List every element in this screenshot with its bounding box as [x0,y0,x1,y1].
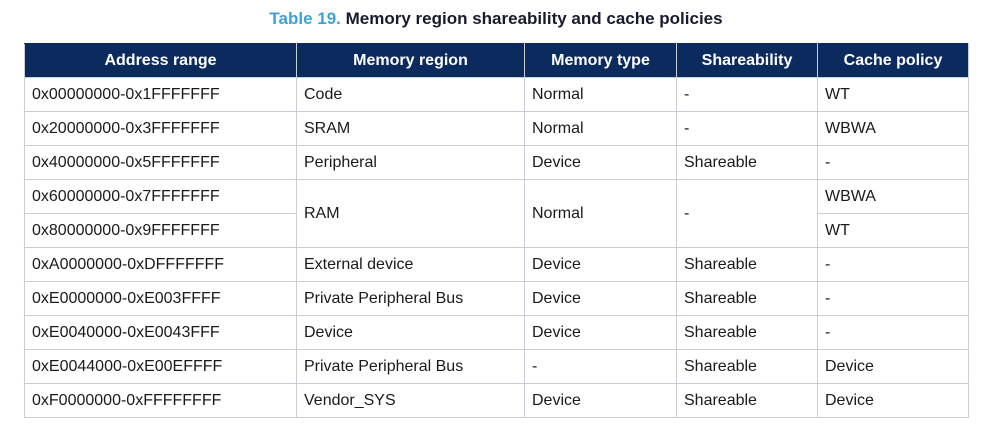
cell-address-range: 0x40000000-0x5FFFFFFF [24,145,297,180]
cell-address-range: 0xA0000000-0xDFFFFFFF [24,247,297,282]
cell-address-range: 0x00000000-0x1FFFFFFF [24,77,297,112]
table-number: Table 19. [269,9,341,28]
cell-shareability: - [676,77,818,112]
cell-memory-region: Private Peripheral Bus [296,349,525,384]
cell-memory-type: Device [524,383,677,418]
cell-memory-region: External device [296,247,525,282]
table-row: 0x60000000-0x7FFFFFFF RAM Normal - WBWA [24,179,969,248]
cell-memory-region: Device [296,315,525,350]
cell-memory-type: Normal [524,111,677,146]
cell-cache-policy: - [817,247,969,282]
cell-shareability: Shareable [676,281,818,316]
header-address-range: Address range [24,43,297,78]
header-memory-region: Memory region [296,43,525,78]
table-title: Memory region shareability and cache pol… [345,9,723,28]
table-row: 0xE0040000-0xE0043FFF Device Device Shar… [24,315,969,350]
table-row: 0xA0000000-0xDFFFFFFF External device De… [24,247,969,282]
cell-cache-policy: WT [817,213,969,248]
cell-memory-type: Device [524,247,677,282]
cell-memory-region: Peripheral [296,145,525,180]
cell-cache-policy: - [817,145,969,180]
cell-shareability: - [676,179,818,248]
header-cache-policy: Cache policy [817,43,969,78]
table-row: 0x40000000-0x5FFFFFFF Peripheral Device … [24,145,969,180]
cell-memory-type: Device [524,281,677,316]
cell-address-range: 0xE0040000-0xE0043FFF [24,315,297,350]
cell-shareability: Shareable [676,315,818,350]
cell-address-range: 0xF0000000-0xFFFFFFFF [24,383,297,418]
table-header-row: Address range Memory region Memory type … [24,43,969,78]
cell-memory-region: SRAM [296,111,525,146]
cell-memory-region: Private Peripheral Bus [296,281,525,316]
cell-memory-type: Normal [524,77,677,112]
cell-cache-policy: Device [817,349,969,384]
cell-cache-policy: Device [817,383,969,418]
cell-shareability: Shareable [676,349,818,384]
cell-cache-policy: WT [817,77,969,112]
cell-shareability: Shareable [676,145,818,180]
cell-address-range: 0xE0000000-0xE003FFFF [24,281,297,316]
cell-shareability: - [676,111,818,146]
table-row: 0xE0044000-0xE00EFFFF Private Peripheral… [24,349,969,384]
cell-cache-policy: WBWA [817,111,969,146]
header-shareability: Shareability [676,43,818,78]
table-caption: Table 19. Memory region shareability and… [0,9,992,29]
cell-address-range: 0x80000000-0x9FFFFFFF [24,213,297,248]
memory-region-table: Address range Memory region Memory type … [24,43,969,418]
table-row: 0xF0000000-0xFFFFFFFF Vendor_SYS Device … [24,383,969,418]
cell-address-range: 0x20000000-0x3FFFFFFF [24,111,297,146]
cell-cache-policy: WBWA [817,179,969,214]
cell-address-range: 0x60000000-0x7FFFFFFF [24,179,297,214]
cell-cache-policy: - [817,281,969,316]
cell-shareability: Shareable [676,247,818,282]
table-row: 0x00000000-0x1FFFFFFF Code Normal - WT [24,77,969,112]
header-memory-type: Memory type [524,43,677,78]
cell-memory-type: Device [524,315,677,350]
cell-cache-policy: - [817,315,969,350]
table-row: 0x80000000-0x9FFFFFFF WT [24,213,969,248]
table-row: 0x20000000-0x3FFFFFFF SRAM Normal - WBWA [24,111,969,146]
cell-memory-region: Vendor_SYS [296,383,525,418]
cell-memory-type: - [524,349,677,384]
cell-address-range: 0xE0044000-0xE00EFFFF [24,349,297,384]
cell-memory-type: Normal [524,179,677,248]
cell-memory-type: Device [524,145,677,180]
cell-memory-region: RAM [296,179,525,248]
table-row: 0xE0000000-0xE003FFFF Private Peripheral… [24,281,969,316]
cell-memory-region: Code [296,77,525,112]
cell-shareability: Shareable [676,383,818,418]
